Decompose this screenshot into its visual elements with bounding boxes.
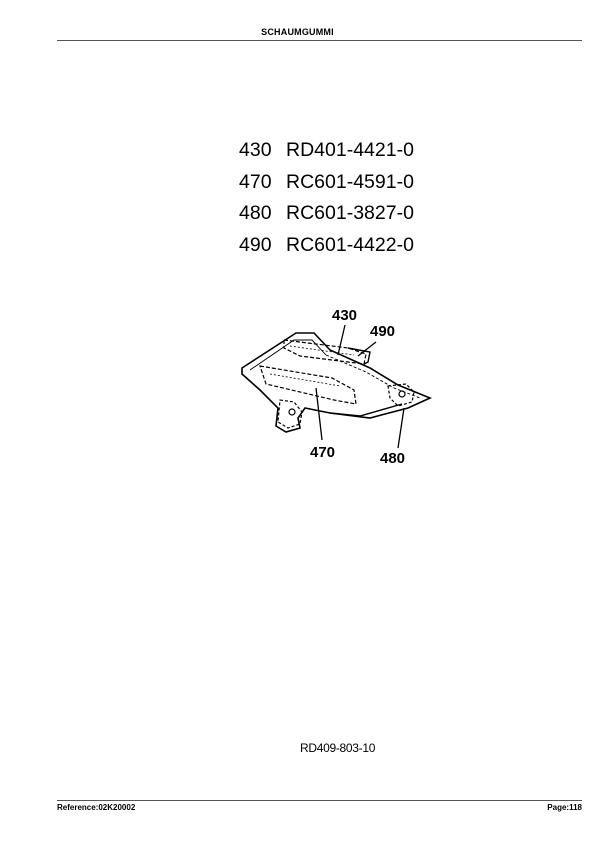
part-number: RC601-3827-0	[286, 202, 414, 225]
parts-list-row: 490 RC601-4422-0	[239, 230, 414, 262]
part-position: 480	[239, 202, 272, 225]
parts-list: 430 RD401-4421-0 470 RC601-4591-0 480 RC…	[239, 135, 414, 261]
callout-430: 430	[332, 307, 357, 324]
exploded-view-diagram: 430 490 470 480	[241, 307, 433, 467]
part-position: 490	[239, 233, 272, 256]
part-number: RC601-4422-0	[286, 233, 414, 256]
footer-page-number: Page:118	[547, 803, 582, 812]
page-header-title: SCHAUMGUMMI	[261, 27, 334, 37]
part-number: RD401-4421-0	[286, 139, 414, 162]
parts-list-row: 480 RC601-3827-0	[239, 198, 414, 230]
callout-leader-lines	[315, 324, 405, 449]
header-divider	[57, 40, 582, 41]
footer-reference: Reference:02K20002	[57, 803, 136, 812]
callout-480: 480	[380, 450, 405, 467]
bracket-plate-drawing	[241, 332, 433, 433]
part-position: 470	[239, 170, 272, 193]
callout-490: 490	[370, 323, 395, 340]
footer-divider	[57, 800, 582, 801]
parts-list-row: 470 RC601-4591-0	[239, 167, 414, 199]
part-position: 430	[239, 139, 272, 162]
callout-470: 470	[310, 444, 335, 461]
part-number: RC601-4591-0	[286, 170, 414, 193]
parts-list-row: 430 RD401-4421-0	[239, 135, 414, 167]
drawing-reference-number: RD409-803-10	[300, 741, 376, 755]
